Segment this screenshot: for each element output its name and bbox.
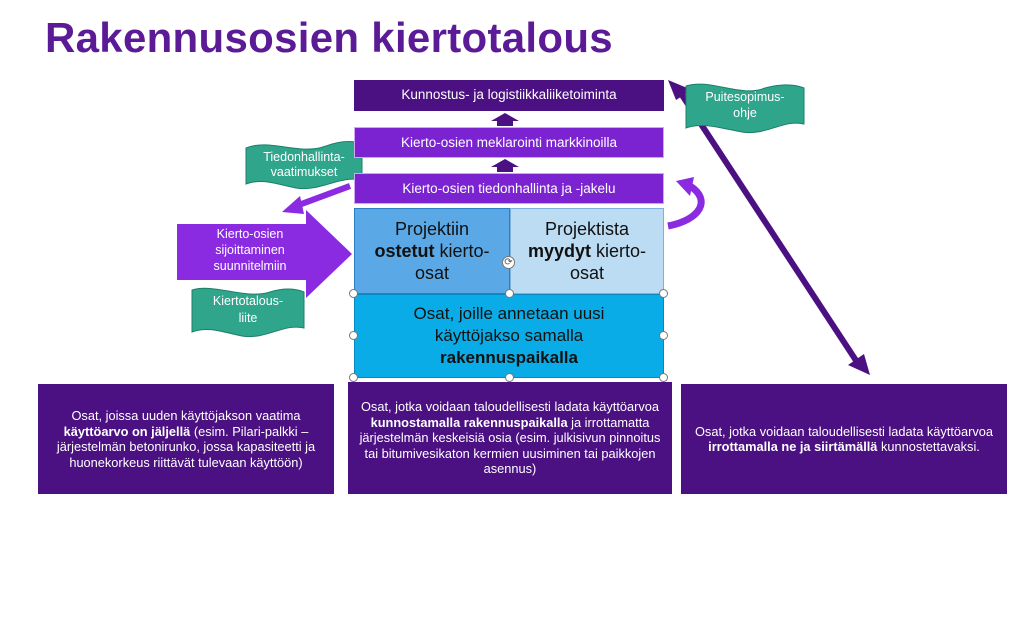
selection-handle[interactable] [659,289,668,298]
box-remaining-value: Osat, joissa uuden käyttöjakson vaatima … [38,384,334,494]
left-down-arrow-head [282,196,304,214]
up-arrow-icon [491,159,519,172]
selection-handle[interactable] [659,331,668,340]
appendix-flag [191,287,305,338]
big-right-arrow [177,210,352,298]
page-title: Rakennusosien kiertotalous [45,14,613,61]
bar-brokerage: Kierto-osien meklarointi markkinoilla [354,127,664,158]
cell-purchased-parts: Projektiin ostetut kierto- osat [354,208,510,294]
diagonal-double-arrow [668,80,870,375]
selection-handle[interactable] [505,289,514,298]
cell-reuse-same-site: Osat, joille annetaan uusi käyttöjakso s… [354,294,664,378]
left-down-arrow [294,183,352,209]
framework-flag [685,83,805,134]
up-arrow-icon [491,113,519,126]
selection-handle[interactable] [505,373,514,382]
big-arrow-label: Kierto-osien sijoittaminen suunnitelmiin [213,227,287,273]
curved-arrow [667,183,705,230]
bar-information-management: Kierto-osien tiedonhallinta ja -jakelu [354,173,664,204]
rotate-handle-icon[interactable]: ⟳ [502,256,515,269]
selection-handle[interactable] [659,373,668,382]
cell-sold-parts: Projektista myydyt kierto- osat [510,208,664,294]
selection-handle[interactable] [349,289,358,298]
selection-handle[interactable] [349,331,358,340]
selection-handle[interactable] [349,373,358,382]
box-detach-and-move: Osat, jotka voidaan taloudellisesti lada… [681,384,1007,494]
curved-arrow-head [676,177,694,196]
box-repair-on-site: Osat, jotka voidaan taloudellisesti lada… [348,382,672,494]
info-flag [245,141,363,190]
bar-repair-logistics: Kunnostus- ja logistiikkaliiketoiminta [354,80,664,111]
